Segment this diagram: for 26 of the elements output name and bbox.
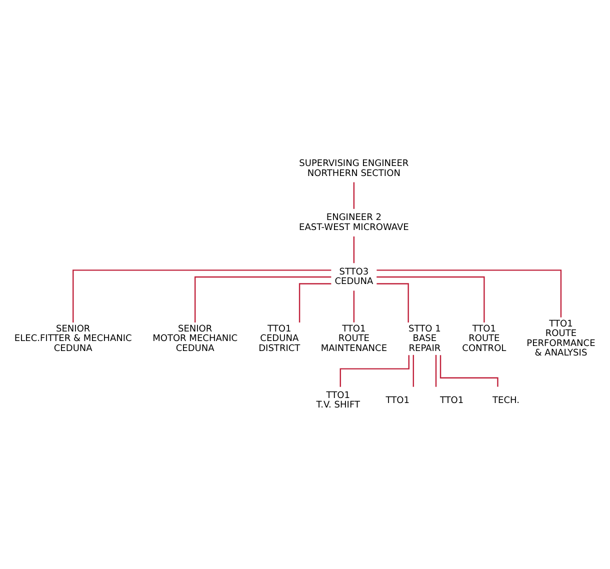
node-text: SUPERVISING ENGINEER NORTHERN SECTION — [299, 159, 409, 179]
node-text: TECH. — [492, 396, 520, 406]
connector — [194, 276, 332, 322]
connector — [298, 283, 332, 322]
node-text: STTO3 CEDUNA — [334, 267, 374, 288]
node-text: TTO1 — [440, 396, 464, 406]
connector — [435, 354, 437, 387]
connector — [353, 290, 355, 322]
node-text: TTO1 — [386, 396, 410, 406]
node-text: TTO1 ROUTE CONTROL — [462, 324, 506, 354]
node-text: ENGINEER 2 EAST-WEST MICROWAVE — [299, 213, 409, 233]
node-text: SENIOR ELEC.FITTER & MECHANIC CEDUNA — [14, 324, 132, 354]
node-text: STTO 1 BASE REPAIR — [408, 324, 441, 354]
connector — [353, 182, 355, 209]
node-text: SENIOR MOTOR MECHANIC CEDUNA — [152, 324, 238, 354]
connector — [353, 236, 355, 264]
node-text: TTO1 ROUTE MAINTENANCE — [320, 324, 388, 354]
node-text: TTO1 CEDUNA DISTRICT — [258, 324, 300, 354]
connector — [376, 270, 562, 318]
node-text: TTO1 T.V. SHIFT — [316, 390, 360, 411]
connector — [412, 354, 414, 387]
connector — [376, 283, 409, 322]
node-text: TTO1 ROUTE PERFORMANCE & ANALYSIS — [526, 319, 596, 359]
connector — [376, 276, 485, 322]
connector — [72, 270, 332, 322]
connector — [340, 355, 410, 387]
